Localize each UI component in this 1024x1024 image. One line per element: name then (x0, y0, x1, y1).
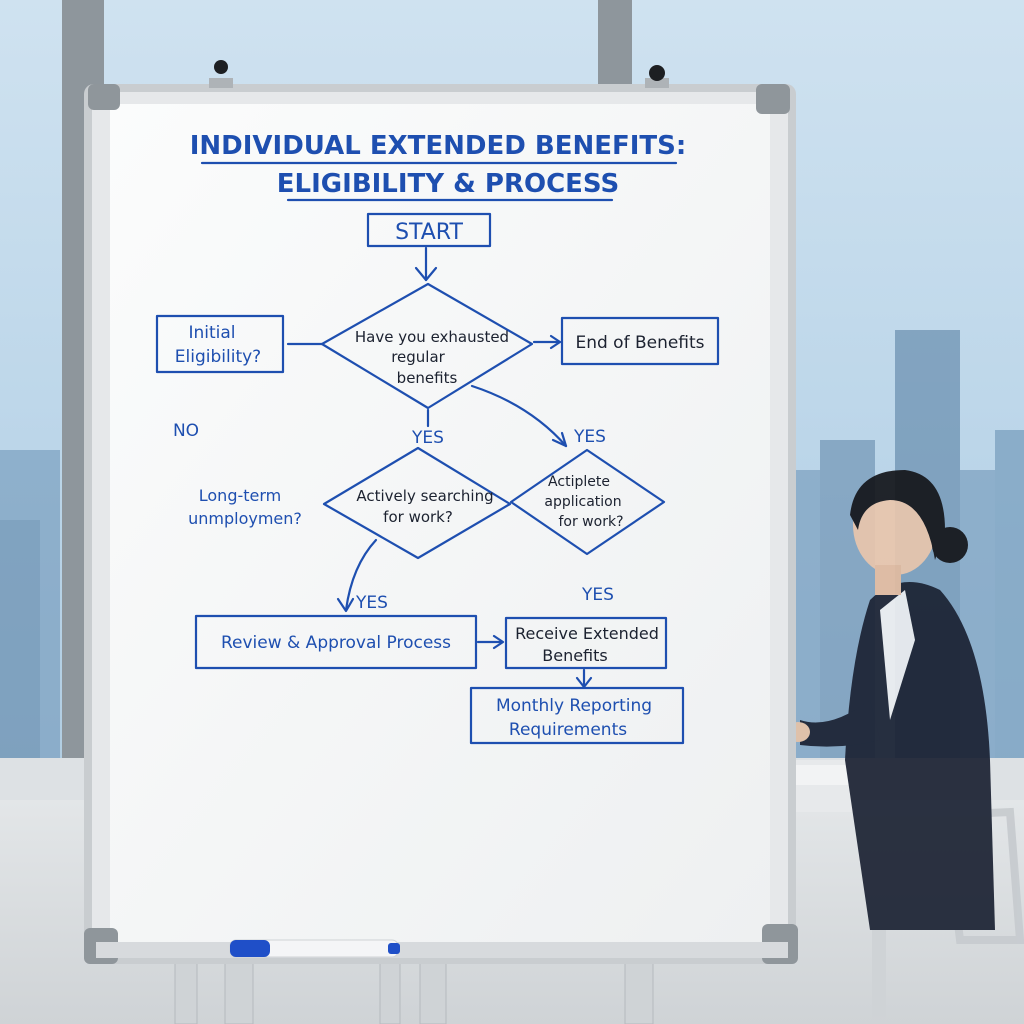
receive-extended-line1: Receive Extended (515, 624, 659, 643)
board-clip-right (645, 65, 669, 88)
flowchart: INDIVIDUAL EXTENDED BENEFITS: ELIGIBILIT… (155, 131, 720, 745)
arrowhead (551, 431, 568, 448)
long-term-line1: Long-term (199, 486, 282, 505)
exhausted-line2: regular (391, 348, 445, 366)
actively-searching-line1: Actively searching (356, 487, 493, 505)
edge-label-yes-lower-left: YES (355, 593, 388, 613)
arrowhead (549, 334, 562, 350)
easel (174, 954, 654, 1024)
board-title-line2: ELIGIBILITY & PROCESS (277, 169, 619, 199)
window-frame-center (598, 0, 632, 90)
edge-label-yes-center: YES (411, 428, 444, 448)
receive-extended-node (504, 616, 668, 670)
monthly-reporting-node (469, 686, 685, 745)
exhausted-benefits-decision (320, 282, 534, 410)
arrowhead (492, 634, 505, 650)
marker-cap (230, 940, 270, 957)
arrowhead (414, 266, 438, 282)
marker[interactable] (229, 939, 400, 958)
office-worker (760, 470, 1024, 1024)
actively-searching-decision (322, 446, 512, 560)
edge-label-no: NO (173, 421, 199, 441)
edge-label-yes-lower-right: YES (581, 585, 614, 605)
curved-arrow-down-left (344, 538, 378, 612)
end-of-benefits-node (560, 316, 720, 366)
shirt-collar (880, 590, 915, 720)
receive-extended-line2: Benefits (542, 646, 608, 665)
exhausted-line1: Have you exhausted (355, 328, 509, 346)
review-approval-node (194, 614, 478, 670)
actiplete-line2: application (544, 494, 621, 510)
board-title-line1: INDIVIDUAL EXTENDED BENEFITS: (190, 131, 687, 161)
start-node (366, 212, 492, 248)
marker-tray (96, 942, 788, 958)
initial-eligibility-node (155, 314, 285, 374)
end-of-benefits-label: End of Benefits (575, 333, 704, 353)
actively-searching-line2: for work? (383, 508, 453, 526)
whiteboard-surface (110, 104, 770, 942)
actiplete-line3: for work? (558, 514, 623, 530)
edge-label-yes-right: YES (573, 427, 606, 447)
start-label: START (395, 220, 463, 245)
actiplete-application-decision (509, 448, 666, 556)
review-approval-label: Review & Approval Process (221, 633, 451, 653)
monthly-reporting-line2: Requirements (509, 720, 627, 740)
curved-arrow-right (470, 384, 568, 448)
arrowhead (336, 597, 355, 613)
exhausted-line3: benefits (397, 369, 458, 387)
initial-eligibility-line1: Initial (188, 323, 235, 343)
monthly-reporting-line1: Monthly Reporting (496, 696, 652, 716)
arm (800, 700, 880, 747)
actiplete-line1: Actiplete (548, 474, 610, 490)
board-clip-left (209, 60, 233, 88)
hair-bun (932, 527, 968, 563)
jacket (845, 582, 995, 930)
initial-eligibility-line2: Eligibility? (175, 347, 261, 367)
long-term-line2: unmploymen? (188, 509, 302, 528)
hair (850, 470, 945, 560)
